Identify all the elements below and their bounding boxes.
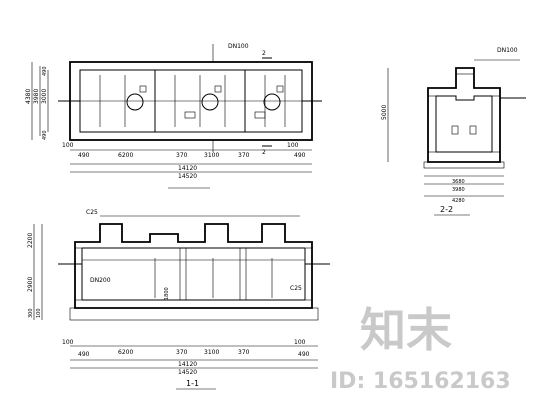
plan-dim-3100: 3100 [204, 152, 219, 159]
plan-dim-370-a: 370 [176, 152, 188, 159]
plan-dim-100-left: 100 [62, 142, 74, 149]
section11-dim-100-left: 100 [62, 339, 74, 346]
section11-total-14120: 14120 [178, 361, 197, 368]
section11-dim-370-a: 370 [176, 349, 188, 356]
section11-dim-490-right: 490 [298, 351, 310, 358]
section22-dim-4280: 4280 [452, 198, 465, 204]
plan-section-marker-top: 2 [262, 50, 266, 57]
plan-total-14120: 14120 [178, 165, 197, 172]
manhole-2 [201, 93, 219, 111]
plan-dim-370-b: 370 [238, 152, 250, 159]
section11-dim-1800: 1800 [164, 287, 170, 300]
section11-dim-2900: 2900 [27, 277, 34, 292]
section-2-2: 5000 DN100 3680 3980 4280 2-2 [381, 47, 526, 216]
section11-dim-370-b: 370 [238, 349, 250, 356]
section11-callout-c25: C25 [86, 209, 98, 216]
plan-section-marker-bottom: 2 [262, 149, 266, 156]
plan-view: DN100 2 2 4380 3980 3000 490 490 100 490… [25, 43, 322, 189]
section11-outline [74, 223, 313, 309]
watermark-id: ID: 165162163 [330, 369, 511, 394]
section22-pipe-label: DN100 [497, 47, 518, 54]
section22-inner [435, 95, 493, 153]
section11-wall-right [304, 247, 313, 301]
section11-dim-490-left: 490 [78, 351, 90, 358]
section11-dim-100-right: 100 [294, 339, 306, 346]
section11-note-c25: C25 [290, 285, 302, 292]
plan-dim-490-bottom: 490 [42, 130, 48, 140]
section11-dim-6200: 6200 [118, 349, 133, 356]
plan-dim-3000: 3000 [41, 89, 48, 104]
plan-dim-4380: 4380 [25, 89, 32, 104]
plan-total-14520: 14520 [178, 173, 197, 180]
plan-pipe-label: DN100 [228, 43, 249, 50]
section22-dim-5000: 5000 [381, 105, 388, 120]
plan-dim-3980: 3980 [33, 89, 40, 104]
section11-dim-2200: 2200 [27, 233, 34, 248]
section22-base [423, 161, 505, 169]
section22-dim-3680: 3680 [452, 179, 465, 185]
section11-dim-3100: 3100 [204, 349, 219, 356]
plan-dim-490-top: 490 [42, 66, 48, 76]
section11-wall-left [74, 247, 83, 301]
section11-dim-300: 300 [28, 308, 34, 318]
plan-dim-490-right: 490 [294, 152, 306, 159]
section22-dim-3980: 3980 [452, 187, 465, 193]
section22-wall-left [427, 95, 437, 153]
section11-dim-100: 100 [36, 308, 42, 318]
section11-total-14520: 14520 [178, 369, 197, 376]
manhole-1 [126, 93, 144, 111]
section22-label: 2-2 [440, 205, 453, 214]
plan-dim-6200: 6200 [118, 152, 133, 159]
section11-partition-2 [239, 247, 247, 301]
section22-outline [427, 67, 501, 163]
section11-partition-1 [179, 247, 187, 301]
section11-label: 1-1 [186, 379, 199, 388]
section11-pipe-dn200: DN200 [90, 277, 111, 284]
plan-dim-490-left: 490 [78, 152, 90, 159]
watermark: 知末 ID: 165162163 [330, 303, 511, 394]
plan-dim-100-right: 100 [287, 142, 299, 149]
section22-wall-right [491, 95, 501, 153]
watermark-logo: 知末 [360, 303, 452, 357]
manhole-3 [263, 93, 281, 111]
section-1-1: C25 DN200 C25 2200 2900 100 300 1800 100… [27, 209, 330, 390]
section11-base [69, 307, 319, 321]
